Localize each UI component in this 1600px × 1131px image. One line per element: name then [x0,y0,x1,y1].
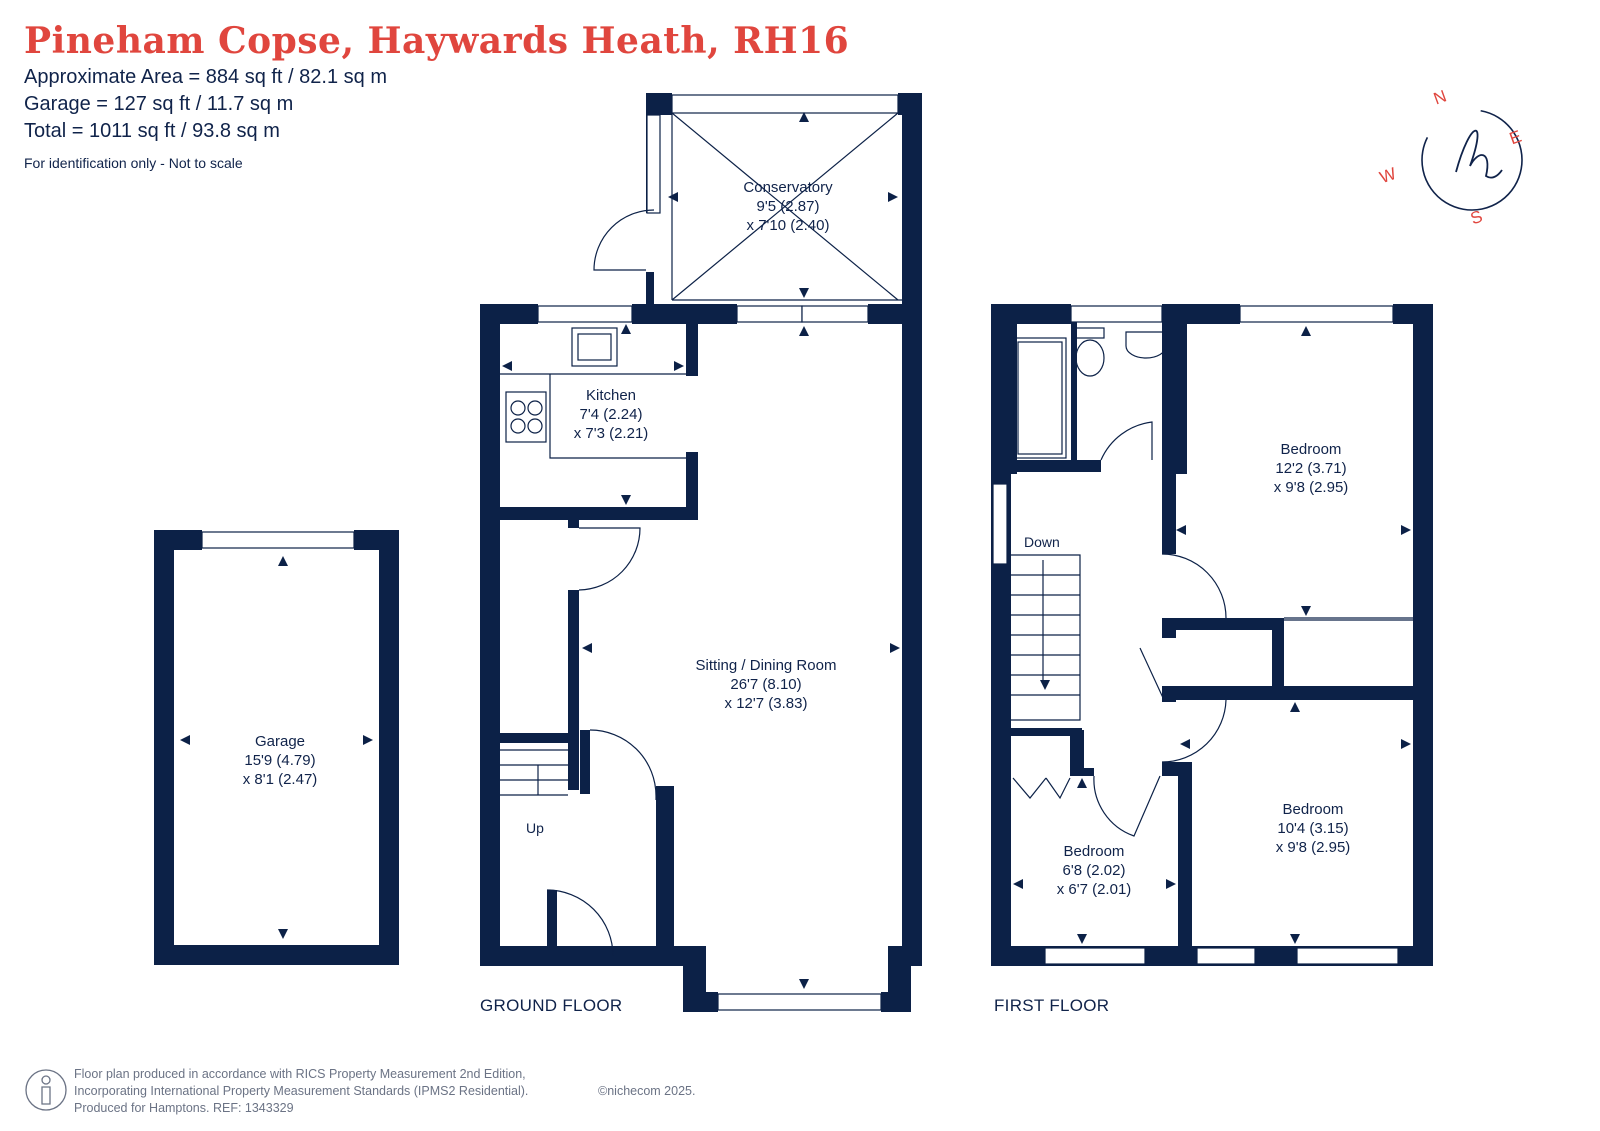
room-dimension: x 8'1 (2.47) [242,771,318,788]
garage-area: Garage = 127 sq ft / 11.7 sq m [24,93,294,115]
identification-note: For identification only - Not to scale [24,155,243,171]
room-name: Sitting / Dining Room [695,657,837,674]
room-conservatory: Conservatory 9'5 (2.87) x 7'10 (2.40) [743,178,832,235]
approximate-area: Approximate Area = 884 sq ft / 82.1 sq m [24,66,387,88]
fixtures [500,112,1413,957]
footer-line-2: Incorporating International Property Mea… [74,1084,529,1098]
room-dimension: 10'4 (3.15) [1277,820,1349,837]
room-garage: Garage 15'9 (4.79) x 8'1 (2.47) [243,732,318,789]
room-dimension: x 7'10 (2.40) [746,217,830,234]
room-dimension: x 7'3 (2.21) [573,425,649,442]
room-dimension: 12'2 (3.71) [1275,460,1347,477]
room-name: Bedroom [1280,441,1342,458]
room-dimension: x 12'7 (3.83) [724,695,808,712]
ground-floor-label: GROUND FLOOR [480,996,623,1015]
room-name: Kitchen [585,387,637,404]
room-dimension: x 9'8 (2.95) [1275,839,1351,856]
windows [201,94,1399,1011]
room-dimension: x 6'7 (2.01) [1056,881,1132,898]
room-kitchen: Kitchen 7'4 (2.24) x 7'3 (2.21) [574,386,649,443]
room-dimension: 9'5 (2.87) [756,198,820,215]
room-dimension: 26'7 (8.10) [730,676,802,693]
room-dimension: x 9'8 (2.95) [1273,479,1349,496]
stairs-up-label: Up [526,820,544,836]
footer-line-3: Produced for Hamptons. REF: 1343329 [74,1101,294,1115]
measurement-arrows [180,112,1411,989]
room-name: Bedroom [1063,843,1125,860]
room-bedroom-2: Bedroom 10'4 (3.15) x 9'8 (2.95) [1276,800,1351,857]
room-bedroom-1: Bedroom 12'2 (3.71) x 9'8 (2.95) [1274,440,1349,497]
room-dimension: 15'9 (4.79) [244,752,316,769]
first-floor-label: FIRST FLOOR [994,996,1110,1015]
room-sitting-dining: Sitting / Dining Room 26'7 (8.10) x 12'7… [696,656,837,713]
room-name: Garage [254,733,306,750]
footer-credits: Floor plan produced in accordance with R… [74,1066,695,1117]
room-bedroom-3: Bedroom 6'8 (2.02) x 6'7 (2.01) [1057,842,1132,899]
stairs-down-label: Down [1024,534,1060,550]
room-dimension: 7'4 (2.24) [579,406,643,423]
room-name: Conservatory [743,179,833,196]
info-icon [25,1069,67,1111]
room-name: Bedroom [1282,801,1344,818]
page-title: Pineham Copse, Haywards Heath, RH16 [24,20,850,62]
total-area: Total = 1011 sq ft / 93.8 sq m [24,120,280,142]
footer-line-1: Floor plan produced in accordance with R… [74,1067,526,1081]
walls [154,93,1433,1012]
footer-copyright: ©nichecom 2025. [598,1084,696,1098]
room-dimension: 6'8 (2.02) [1062,862,1126,879]
compass-logo [1421,109,1523,211]
